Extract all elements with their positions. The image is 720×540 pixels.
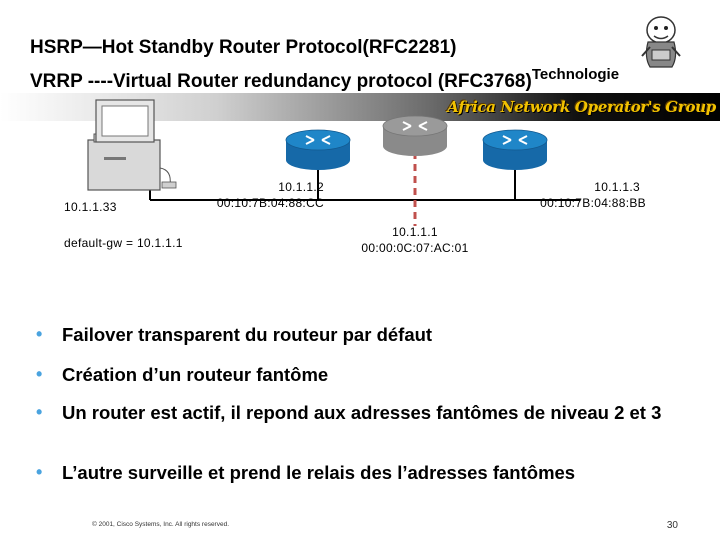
mascot-logo [641, 16, 681, 68]
host-gateway-label: default-gw = 10.1.1.1 [64, 236, 183, 250]
router-right-ip-label: 10.1.1.3 [594, 180, 640, 194]
page-number: 30 [666, 520, 678, 531]
bullet-text: L’autre surveille et prend le relais des… [62, 462, 576, 483]
copyright-footer: © 2001, Cisco Systems, Inc. All rights r… [92, 521, 230, 528]
router-right-mac-label: 00:10:7B:04:88:BB [540, 196, 646, 210]
virtual-router-icon [382, 115, 448, 156]
virtual-router-ip-label: 10.1.1.1 [392, 225, 438, 239]
title-line-2-text: VRRP ----Virtual Router redundancy proto… [30, 71, 532, 92]
router-right-icon [482, 129, 548, 170]
bullet-text: Création d’un routeur fantôme [62, 364, 329, 385]
afnog-banner-text: Africa Network Operator's Group [447, 98, 716, 116]
network-diagram [87, 99, 580, 226]
title-line-2-superscript: Technologie [531, 66, 620, 83]
bullet-text: Failover transparent du routeur par défa… [62, 324, 433, 345]
bullet-dot-icon: • [36, 324, 43, 344]
host-computer-icon [87, 99, 177, 191]
bullet-dot-icon: • [36, 364, 43, 384]
router-left-icon [285, 129, 351, 170]
virtual-router-mac-label: 00:00:0C:07:AC:01 [361, 241, 469, 255]
title-line-2: VRRP ----Virtual Router redundancy proto… [30, 66, 619, 93]
router-left-mac-label: 00:10:7B:04:88:CC [216, 196, 324, 210]
host-ip-label: 10.1.1.33 [64, 200, 117, 214]
bullet-text: Un router est actif, il repond aux adres… [62, 402, 662, 423]
router-left-ip-label: 10.1.1.2 [278, 180, 324, 194]
bullet-dot-icon: • [36, 462, 43, 482]
bullet-dot-icon: • [36, 402, 43, 422]
title-line-1: HSRP—Hot Standby Router Protocol(RFC2281… [30, 37, 457, 58]
